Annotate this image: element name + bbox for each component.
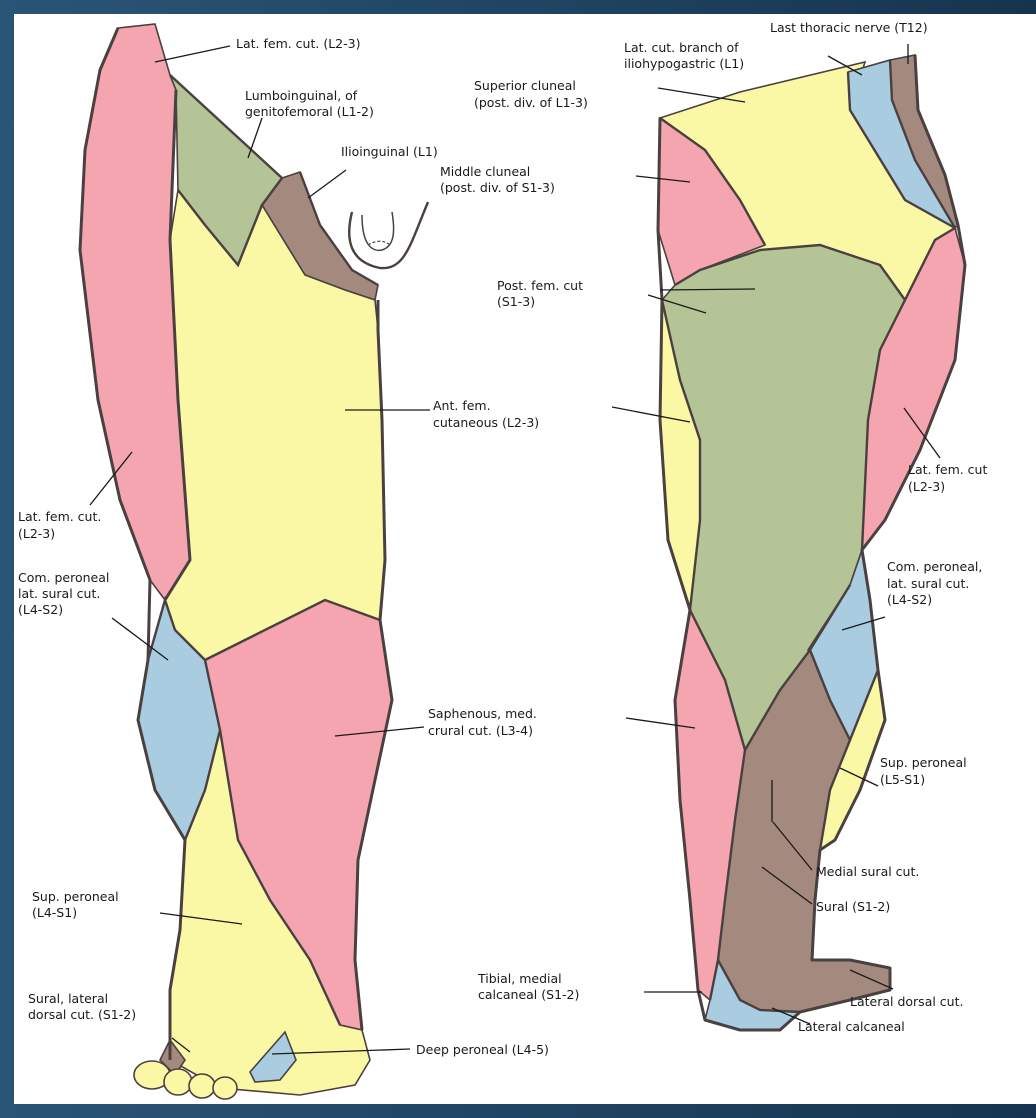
label-lateral-calcaneal: Lateral calcaneal	[798, 1019, 905, 1034]
label-lat-fem-cut-top: Lat. fem. cut. (L2-3)	[236, 36, 360, 51]
label-lumboinguinal-1: Lumboinguinal, of	[245, 88, 358, 103]
label-deep-peroneal: Deep peroneal (L4-5)	[416, 1042, 549, 1057]
posterior-leg	[658, 55, 965, 1030]
label-post-fem-1: Post. fem. cut	[497, 278, 583, 293]
label-lat-cut-branch-2: iliohypogastric (L1)	[624, 56, 744, 71]
label-ilioinguinal: Ilioinguinal (L1)	[341, 144, 438, 159]
label-sural-lateral-1: Sural, lateral	[28, 991, 108, 1006]
label-superior-cluneal-1: Superior cluneal	[474, 78, 576, 93]
label-sup-peroneal-ant-1: Sup. peroneal	[32, 889, 119, 904]
label-post-fem-2: (S1-3)	[497, 294, 535, 309]
label-lat-fem-right-2: (L2-3)	[908, 479, 945, 494]
label-ant-fem-2: cutaneous (L2-3)	[433, 415, 539, 430]
label-lat-fem-left-1: Lat. fem. cut.	[18, 509, 101, 524]
label-sup-peroneal-ant-2: (L4-S1)	[32, 905, 77, 920]
label-superior-cluneal-2: (post. div. of L1-3)	[474, 95, 588, 110]
label-lat-fem-left-2: (L2-3)	[18, 526, 55, 541]
label-tibial-1: Tibial, medial	[477, 971, 562, 986]
label-middle-cluneal-1: Middle cluneal	[440, 164, 530, 179]
label-sural: Sural (S1-2)	[816, 899, 890, 914]
anterior-leg	[80, 24, 428, 1099]
label-tibial-2: calcaneal (S1-2)	[478, 987, 579, 1002]
label-lat-fem-right-1: Lat. fem. cut	[908, 462, 987, 477]
label-lumboinguinal-2: genitofemoral (L1-2)	[245, 104, 374, 119]
label-com-peroneal-ant-1: Com. peroneal	[18, 570, 109, 585]
label-com-peroneal-post-2: lat. sural cut.	[887, 576, 969, 591]
label-sup-peroneal-post-2: (L5-S1)	[880, 772, 925, 787]
label-saphenous-2: crural cut. (L3-4)	[428, 723, 533, 738]
label-com-peroneal-ant-2: lat. sural cut.	[18, 586, 100, 601]
label-lateral-dorsal: Lateral dorsal cut.	[850, 994, 963, 1009]
anterior-ant-fem-region	[165, 190, 385, 660]
label-ant-fem-1: Ant. fem.	[433, 398, 491, 413]
label-sup-peroneal-post-1: Sup. peroneal	[880, 755, 967, 770]
label-com-peroneal-post-1: Com. peroneal,	[887, 559, 982, 574]
label-middle-cluneal-2: (post. div. of S1-3)	[440, 180, 555, 195]
label-saphenous-1: Saphenous, med.	[428, 706, 537, 721]
label-medial-sural: Medial sural cut.	[816, 864, 919, 879]
label-last-thoracic: Last thoracic nerve (T12)	[770, 20, 928, 35]
label-lat-cut-branch-1: Lat. cut. branch of	[624, 40, 739, 55]
label-com-peroneal-ant-3: (L4-S2)	[18, 602, 63, 617]
label-sural-lateral-2: dorsal cut. (S1-2)	[28, 1007, 136, 1022]
label-com-peroneal-post-3: (L4-S2)	[887, 592, 932, 607]
